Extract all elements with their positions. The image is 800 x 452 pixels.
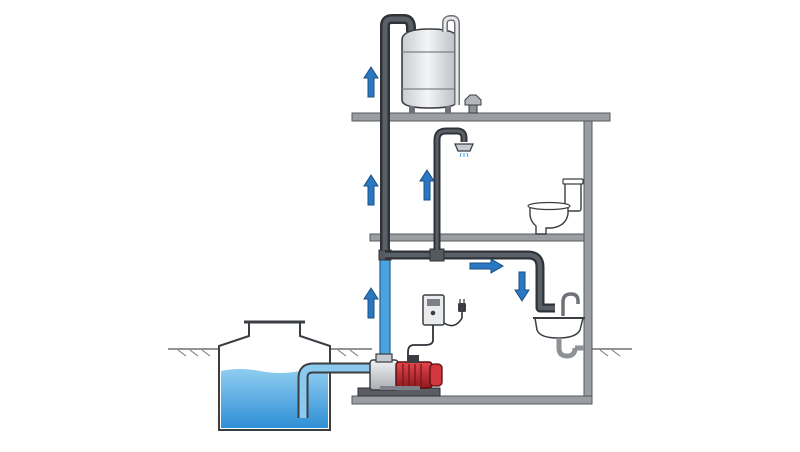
arrow-up-icon <box>419 169 435 201</box>
power-plug-icon <box>443 299 466 327</box>
ground-line <box>168 348 632 357</box>
electric-water-pump-icon <box>357 353 443 397</box>
pressure-tank-icon <box>401 28 459 113</box>
toilet-icon <box>527 178 584 235</box>
distribution-pipe <box>385 248 555 313</box>
flow-arrows <box>363 66 530 319</box>
shower-head-icon <box>454 143 474 158</box>
pressure-control-panel-icon <box>407 294 445 358</box>
arrow-up-icon <box>363 174 379 206</box>
tank-outlet-pipe <box>442 15 482 114</box>
riser-pipe <box>378 249 392 361</box>
house-structure <box>351 112 611 405</box>
arrow-up-icon <box>363 287 379 319</box>
arrow-up-icon <box>363 66 379 98</box>
suction-pipe <box>297 362 372 418</box>
arrow-down-icon <box>514 271 530 302</box>
arrow-right-icon <box>469 258 504 274</box>
sink-faucet-icon <box>533 292 585 359</box>
shower-pipe <box>433 127 468 250</box>
underground-water-tank-icon <box>218 320 331 431</box>
supply-pipe-upper <box>380 14 416 250</box>
